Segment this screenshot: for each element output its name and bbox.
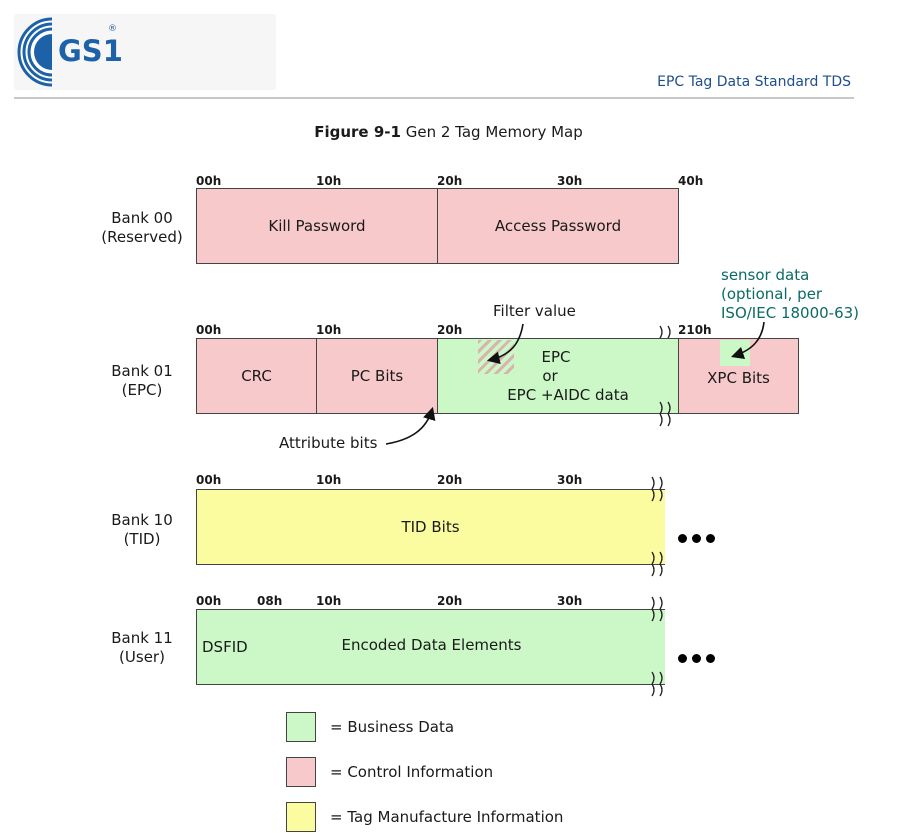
legend-label: = Tag Manufacture Information [330,808,564,826]
field-label: Kill Password [268,216,366,235]
legend-label: = Control Information [330,763,494,781]
address-label: 30h [557,594,583,608]
break-mark [651,476,663,490]
address-label: 10h [316,594,342,608]
field-label: TID Bits [401,517,460,536]
attribute-bits-arrow [385,406,436,445]
field-label: PC Bits [350,366,404,385]
field-label: or [542,366,558,385]
kill-password-field: Kill Password [196,188,438,264]
address-label: 00h [196,174,222,188]
address-label: 30h [557,174,583,188]
legend-swatch-business [286,712,316,742]
address-label: 00h [196,594,222,608]
sensor-line: sensor data [721,266,810,284]
logo-text: GS1 [58,34,123,68]
ellipsis-dot [706,534,715,543]
field-label: EPC +AIDC data [507,385,629,404]
legend-swatch-control [286,757,316,787]
legend-label: = Business Data [330,718,455,736]
address-label: 20h [437,594,463,608]
bank-sub: (TID) [123,530,161,548]
bank-11-label: Bank 11 (User) [62,629,222,667]
bank-name: Bank 00 [111,209,173,227]
figure-number: Figure 9-1 [314,123,401,141]
access-password-field: Access Password [437,188,679,264]
header-divider [14,97,854,99]
bank-sub: (EPC) [121,381,163,399]
gs1-logo: GS1 ® [14,14,276,90]
address-label: 10h [316,473,342,487]
address-label: 30h [557,473,583,487]
field-label: EPC [541,347,571,366]
bank-00-label: Bank 00 (Reserved) [62,209,222,247]
pc-bits-field: PC Bits [316,338,438,414]
address-label: 20h [437,323,463,337]
user-memory-field: DSFID Encoded Data Elements [196,609,666,685]
bank-sub: (Reserved) [101,228,183,246]
epc-field: EPC or EPC +AIDC data [437,338,679,414]
filter-value-annotation: Filter value [493,302,576,320]
filter-value-region [478,340,514,374]
bank-sub: (User) [119,648,165,666]
figure-title: Gen 2 Tag Memory Map [405,123,583,141]
sensor-line: (optional, per [721,285,823,303]
address-label: 210h [678,323,712,337]
ellipsis-dot [678,534,687,543]
ellipsis-dot [706,654,715,663]
bank-name: Bank 01 [111,362,173,380]
field-label: Encoded Data Elements [341,636,522,654]
break-mark [659,325,671,339]
break-mark [651,563,663,577]
address-label: 40h [678,174,704,188]
sensor-data-annotation: sensor data (optional, per ISO/IEC 18000… [721,266,859,323]
ellipsis-dot [692,654,701,663]
xpc-bits-field: XPC Bits [678,338,799,414]
legend-swatch-tag-manufacture [286,802,316,832]
address-label: 10h [316,174,342,188]
bank-10-label: Bank 10 (TID) [62,511,222,549]
break-mark [651,683,663,697]
address-label: 20h [437,174,463,188]
field-label: XPC Bits [707,368,770,387]
break-mark [651,596,663,610]
document-title: EPC Tag Data Standard TDS [657,74,851,90]
field-label: CRC [241,366,272,385]
bank-name: Bank 10 [111,511,173,529]
address-label: 08h [257,594,283,608]
ellipsis-dot [678,654,687,663]
dsfid-label: DSFID [202,638,248,656]
attribute-bits-annotation: Attribute bits [279,434,378,452]
bank-name: Bank 11 [111,629,173,647]
sensor-line: ISO/IEC 18000-63) [721,304,860,322]
crc-field: CRC [196,338,317,414]
figure-caption: Figure 9-1 Gen 2 Tag Memory Map [0,123,897,141]
sensor-data-region [720,340,750,366]
break-mark [659,413,671,427]
ellipsis-dot [692,534,701,543]
address-label: 00h [196,473,222,487]
address-label: 00h [196,323,222,337]
bank-01-label: Bank 01 (EPC) [62,362,222,400]
gs1-logo-icon [17,16,92,88]
logo-registered: ® [108,24,117,34]
tid-bits-field: TID Bits [196,489,666,565]
address-label: 10h [316,323,342,337]
address-label: 20h [437,473,463,487]
field-label: Access Password [494,216,622,235]
